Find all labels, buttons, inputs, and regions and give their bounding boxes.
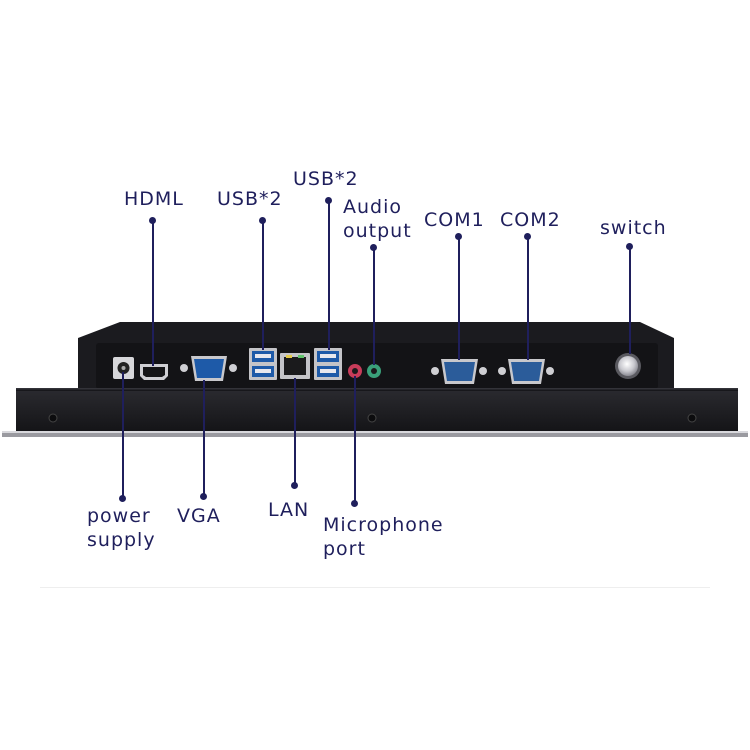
usb-ports-right	[314, 348, 342, 380]
microphone-port-label: Microphone port	[323, 514, 444, 560]
power-supply-label: power supply	[87, 505, 156, 551]
power-leader-dot	[119, 495, 126, 502]
housing-lip	[16, 388, 738, 391]
com1-leader-dot	[455, 233, 462, 240]
vga-leader-dot	[200, 493, 207, 500]
lan-port	[280, 353, 310, 379]
switch-leader-dot	[626, 243, 633, 250]
audio-output-label: Audio output	[343, 196, 412, 242]
com2-leader-dot	[524, 233, 531, 240]
vga-port	[180, 356, 237, 381]
lan-leader-dot	[291, 482, 298, 489]
mic-leader-dot	[351, 500, 358, 507]
com2-leader	[527, 236, 529, 360]
switch-label: switch	[600, 217, 667, 239]
audio-leader-dot	[370, 244, 377, 251]
usb-right-leader-dot	[325, 197, 332, 204]
front-frame	[16, 390, 738, 432]
hdmi-label: HDML	[124, 188, 184, 210]
floor-line	[40, 587, 710, 588]
com1-port	[431, 359, 487, 384]
com2-label: COM2	[500, 209, 561, 231]
lan-leader	[294, 378, 296, 486]
hdmi-leader-dot	[149, 217, 156, 224]
usb-right-leader	[328, 200, 330, 350]
power-jack	[113, 357, 134, 379]
audio-leader	[373, 247, 375, 365]
power-switch-button	[615, 353, 641, 379]
glass-edge	[2, 431, 748, 437]
microphone-jack	[348, 364, 362, 378]
usb-right-label: USB*2	[293, 168, 359, 190]
com1-leader	[458, 236, 460, 360]
hdmi-leader	[152, 220, 154, 366]
vga-leader	[203, 380, 205, 498]
mic-leader	[354, 376, 356, 504]
com1-label: COM1	[424, 209, 485, 231]
lan-label: LAN	[268, 499, 310, 521]
usb-ports-left	[249, 348, 277, 380]
usb-left-leader-dot	[259, 217, 266, 224]
hdmi-port	[140, 364, 168, 380]
screw-center	[367, 413, 377, 423]
usb-left-label: USB*2	[217, 188, 283, 210]
vga-label: VGA	[177, 505, 221, 527]
power-leader	[122, 372, 124, 500]
usb-left-leader	[262, 220, 264, 350]
com2-port	[498, 359, 554, 384]
screw-right	[687, 413, 697, 423]
audio-output-jack	[367, 364, 381, 378]
screw-left	[48, 413, 58, 423]
switch-leader	[629, 246, 631, 354]
